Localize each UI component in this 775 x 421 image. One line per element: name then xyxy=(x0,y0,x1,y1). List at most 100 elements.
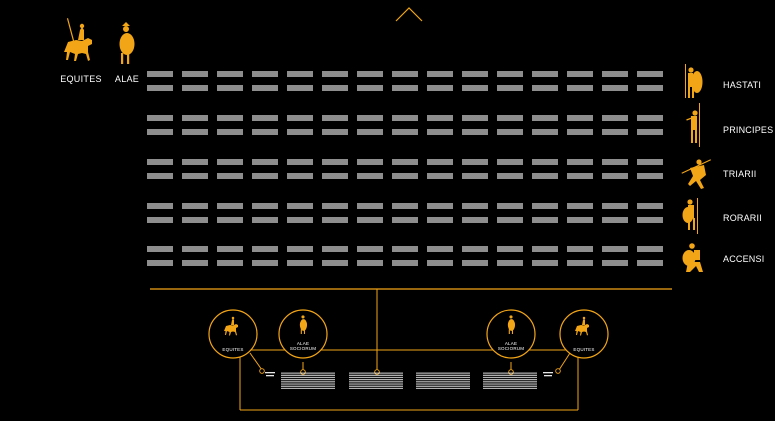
rorarii-soldier-icon xyxy=(682,198,698,234)
alae-label: ALAE xyxy=(114,74,140,84)
maniple-unit xyxy=(427,85,453,91)
maniple-unit xyxy=(252,85,278,91)
maniple-unit xyxy=(287,260,313,266)
maniple-unit xyxy=(567,85,593,91)
maniple-unit xyxy=(392,85,418,91)
maniple-unit xyxy=(462,173,488,179)
maniple-unit xyxy=(602,159,628,165)
maniple-unit xyxy=(497,159,523,165)
maniple-unit xyxy=(182,71,208,77)
maniple-unit xyxy=(462,246,488,252)
maniple-unit xyxy=(567,71,593,77)
equites-label: EQUITES xyxy=(60,74,102,84)
maniple-unit xyxy=(322,115,348,121)
maniple-unit xyxy=(357,71,383,77)
maniple-unit xyxy=(462,115,488,121)
maniple-unit xyxy=(357,129,383,135)
maniple-unit xyxy=(287,115,313,121)
maniple-unit xyxy=(427,115,453,121)
maniple-unit xyxy=(217,173,243,179)
unit-row xyxy=(147,203,663,209)
maniple-unit xyxy=(392,115,418,121)
bottom-unit xyxy=(483,372,537,389)
maniple-unit xyxy=(497,129,523,135)
right-cavalry-marks xyxy=(543,372,553,377)
maniple-unit xyxy=(567,115,593,121)
maniple-unit xyxy=(567,217,593,223)
maniple-unit xyxy=(462,159,488,165)
maniple-unit xyxy=(567,246,593,252)
maniple-unit xyxy=(182,246,208,252)
maniple-unit xyxy=(637,173,663,179)
left-cavalry-marks xyxy=(265,372,275,377)
maniple-unit xyxy=(497,115,523,121)
maniple-unit xyxy=(392,217,418,223)
unit-row xyxy=(147,217,663,223)
triarii-soldier-icon xyxy=(681,159,711,189)
alae-right-label: ALAE SOCIORUM xyxy=(491,341,531,351)
maniple-unit xyxy=(147,71,173,77)
maniple-unit xyxy=(252,173,278,179)
maniple-unit xyxy=(567,203,593,209)
maniple-unit xyxy=(357,260,383,266)
maniple-unit xyxy=(217,246,243,252)
maniple-unit xyxy=(497,217,523,223)
maniple-unit xyxy=(357,246,383,252)
maniple-unit xyxy=(532,203,558,209)
maniple-unit xyxy=(252,260,278,266)
maniple-unit xyxy=(287,159,313,165)
maniple-unit xyxy=(602,203,628,209)
maniple-unit xyxy=(287,173,313,179)
unit-row xyxy=(147,129,663,135)
rorarii-label: RORARII xyxy=(723,213,762,223)
maniple-unit xyxy=(392,173,418,179)
maniple-unit xyxy=(252,129,278,135)
maniple-unit xyxy=(567,159,593,165)
maniple-unit xyxy=(392,260,418,266)
maniple-unit xyxy=(392,203,418,209)
bottom-unit xyxy=(416,372,470,389)
maniple-unit xyxy=(217,115,243,121)
maniple-unit xyxy=(497,173,523,179)
maniple-unit xyxy=(182,203,208,209)
unit-row xyxy=(147,85,663,91)
maniple-unit xyxy=(462,260,488,266)
maniple-unit xyxy=(217,159,243,165)
maniple-unit xyxy=(252,115,278,121)
maniple-unit xyxy=(637,115,663,121)
alae-left-label-line1: ALAE xyxy=(296,341,310,346)
equites-right-circle xyxy=(559,309,609,359)
hastati-soldier-icon xyxy=(685,64,703,98)
maniple-unit xyxy=(357,173,383,179)
maniple-unit xyxy=(147,246,173,252)
maniple-unit xyxy=(637,159,663,165)
maniple-unit xyxy=(182,85,208,91)
maniple-unit xyxy=(182,260,208,266)
maniple-unit xyxy=(532,260,558,266)
maniple-unit xyxy=(287,129,313,135)
maniple-unit xyxy=(217,71,243,77)
maniple-unit xyxy=(357,159,383,165)
maniple-unit xyxy=(637,260,663,266)
maniple-unit xyxy=(392,246,418,252)
principes-label: PRINCIPES xyxy=(723,125,774,135)
maniple-unit xyxy=(602,260,628,266)
maniple-unit xyxy=(427,71,453,77)
maniple-unit xyxy=(497,246,523,252)
maniple-unit xyxy=(427,159,453,165)
maniple-unit xyxy=(532,246,558,252)
triarii-label: TRIARII xyxy=(723,169,757,179)
maniple-unit xyxy=(462,71,488,77)
maniple-unit xyxy=(567,260,593,266)
maniple-unit xyxy=(427,203,453,209)
alae-right-label-line2: SOCIORUM xyxy=(497,346,525,351)
maniple-unit xyxy=(497,85,523,91)
maniple-unit xyxy=(147,129,173,135)
maniple-unit xyxy=(462,85,488,91)
maniple-unit xyxy=(637,246,663,252)
maniple-unit xyxy=(532,129,558,135)
maniple-unit xyxy=(602,173,628,179)
alae-left-circle xyxy=(278,309,328,359)
